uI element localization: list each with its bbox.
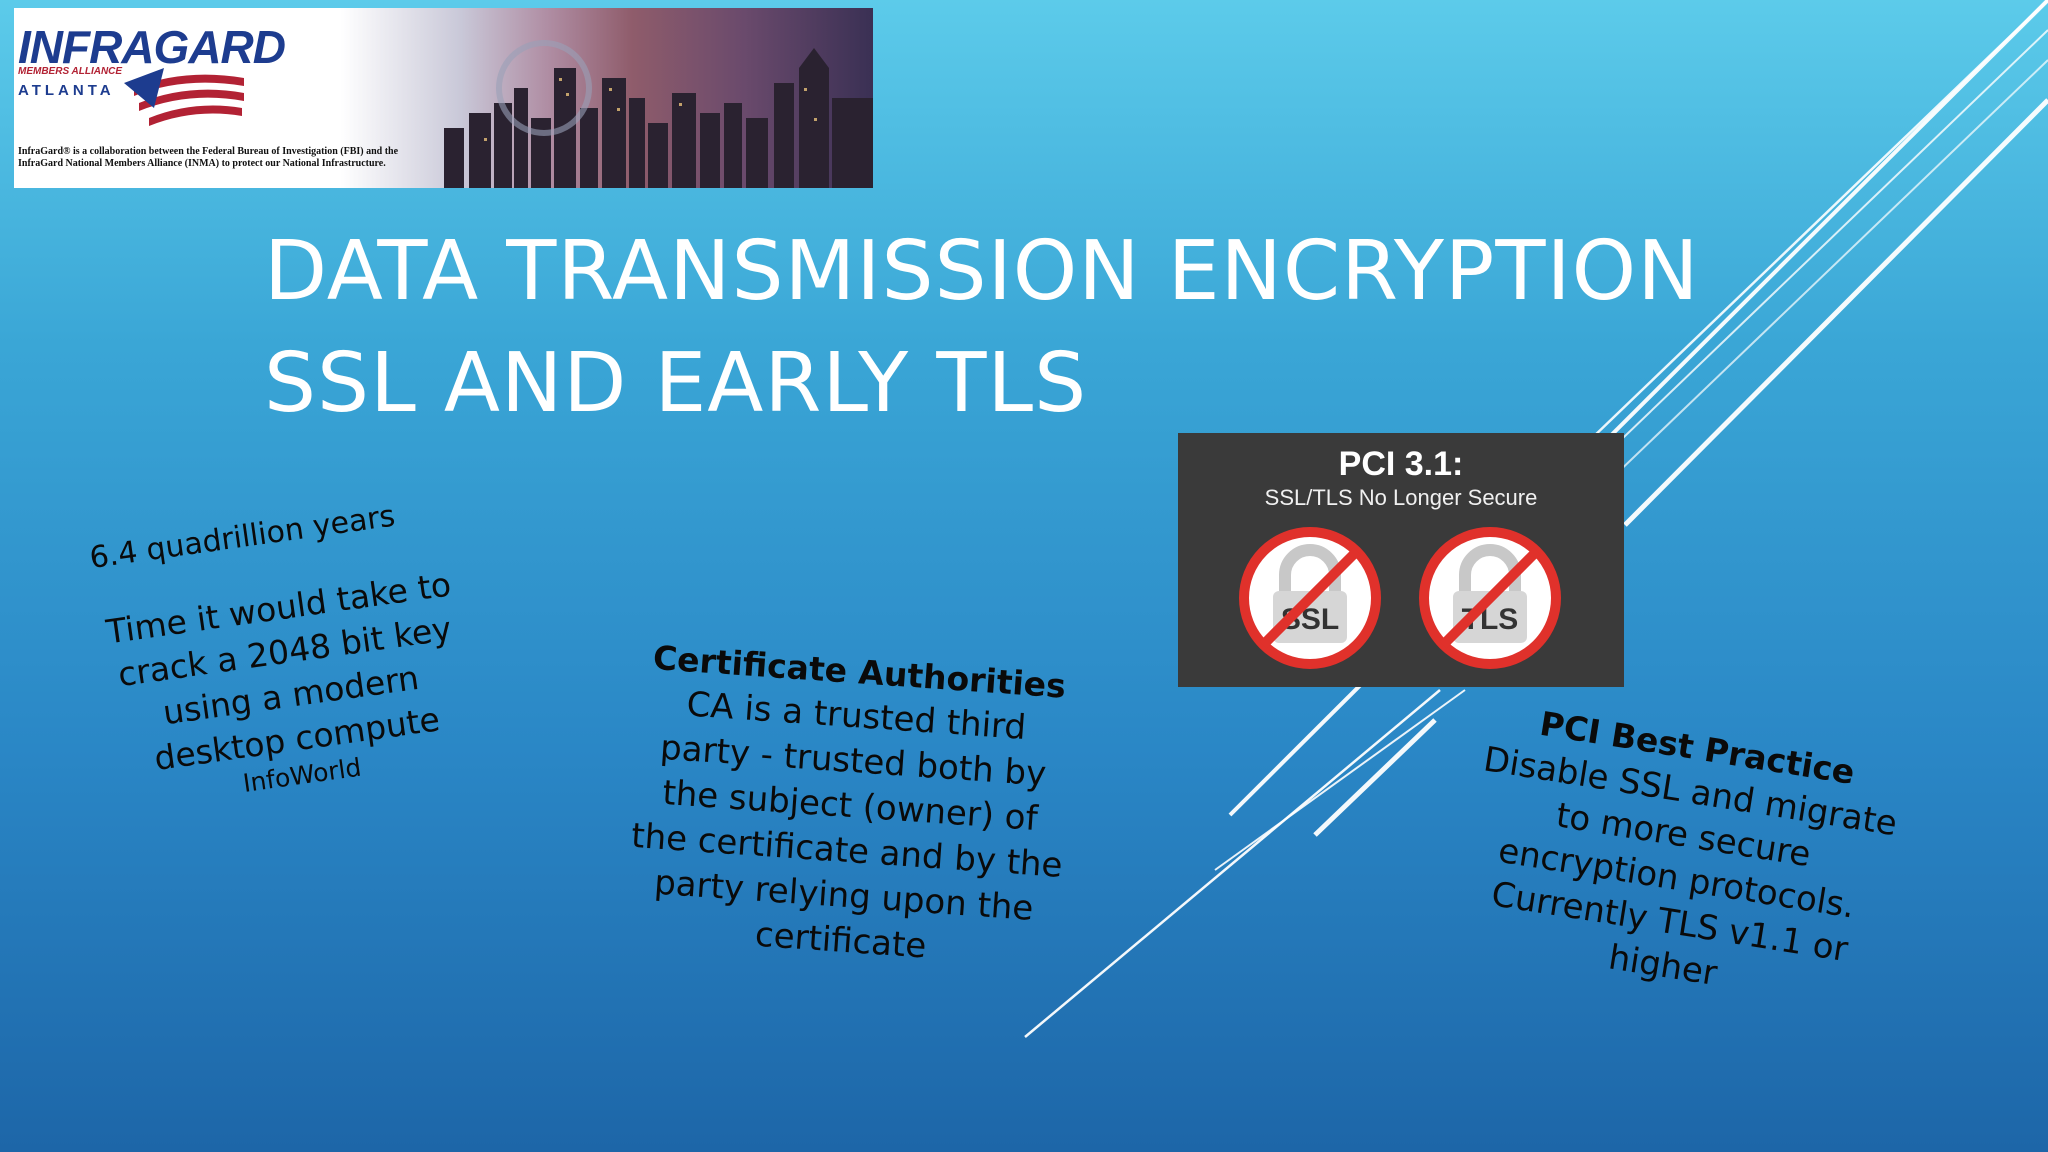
members-alliance-text: MEMBERS ALLIANCE: [18, 66, 123, 77]
pci-best-practice-block: PCI Best Practice Disable SSL and migrat…: [1452, 694, 1908, 1020]
certificate-authorities-block: Certificate Authorities CA is a trusted …: [620, 635, 1081, 979]
quadrillion-fact: 6.4 quadrillion years Time it would take…: [78, 490, 493, 817]
pci-panel: PCI 3.1: SSL/TLS No Longer Secure SSL TL…: [1178, 433, 1624, 687]
atlanta-text: ATLANTA: [18, 82, 115, 99]
infragard-logo: INFRAGARD: [18, 21, 286, 73]
ca-body: CA is a trusted third party - trusted bo…: [630, 684, 1064, 967]
atlanta-skyline-image: [124, 40, 873, 188]
title-line-1: DATA TRANSMISSION ENCRYPTION: [264, 224, 1700, 319]
pci-title: PCI 3.1:: [1338, 445, 1464, 483]
slide-title: DATA TRANSMISSION ENCRYPTION SSL AND EAR…: [264, 216, 1700, 440]
fact-heading: 6.4 quadrillion years: [87, 498, 398, 577]
infragard-banner: INFRAGARD MEMBERS ALLIANCE ATLANTA Infra…: [14, 8, 873, 188]
pci-subtitle: SSL/TLS No Longer Secure: [1264, 485, 1538, 510]
title-line-2: SSL AND EARLY TLS: [264, 336, 1088, 431]
tls-prohibited-icon: TLS: [1419, 527, 1561, 669]
ssl-prohibited-icon: SSL: [1239, 527, 1381, 669]
banner-caption: InfraGard® is a collaboration between th…: [18, 146, 399, 169]
